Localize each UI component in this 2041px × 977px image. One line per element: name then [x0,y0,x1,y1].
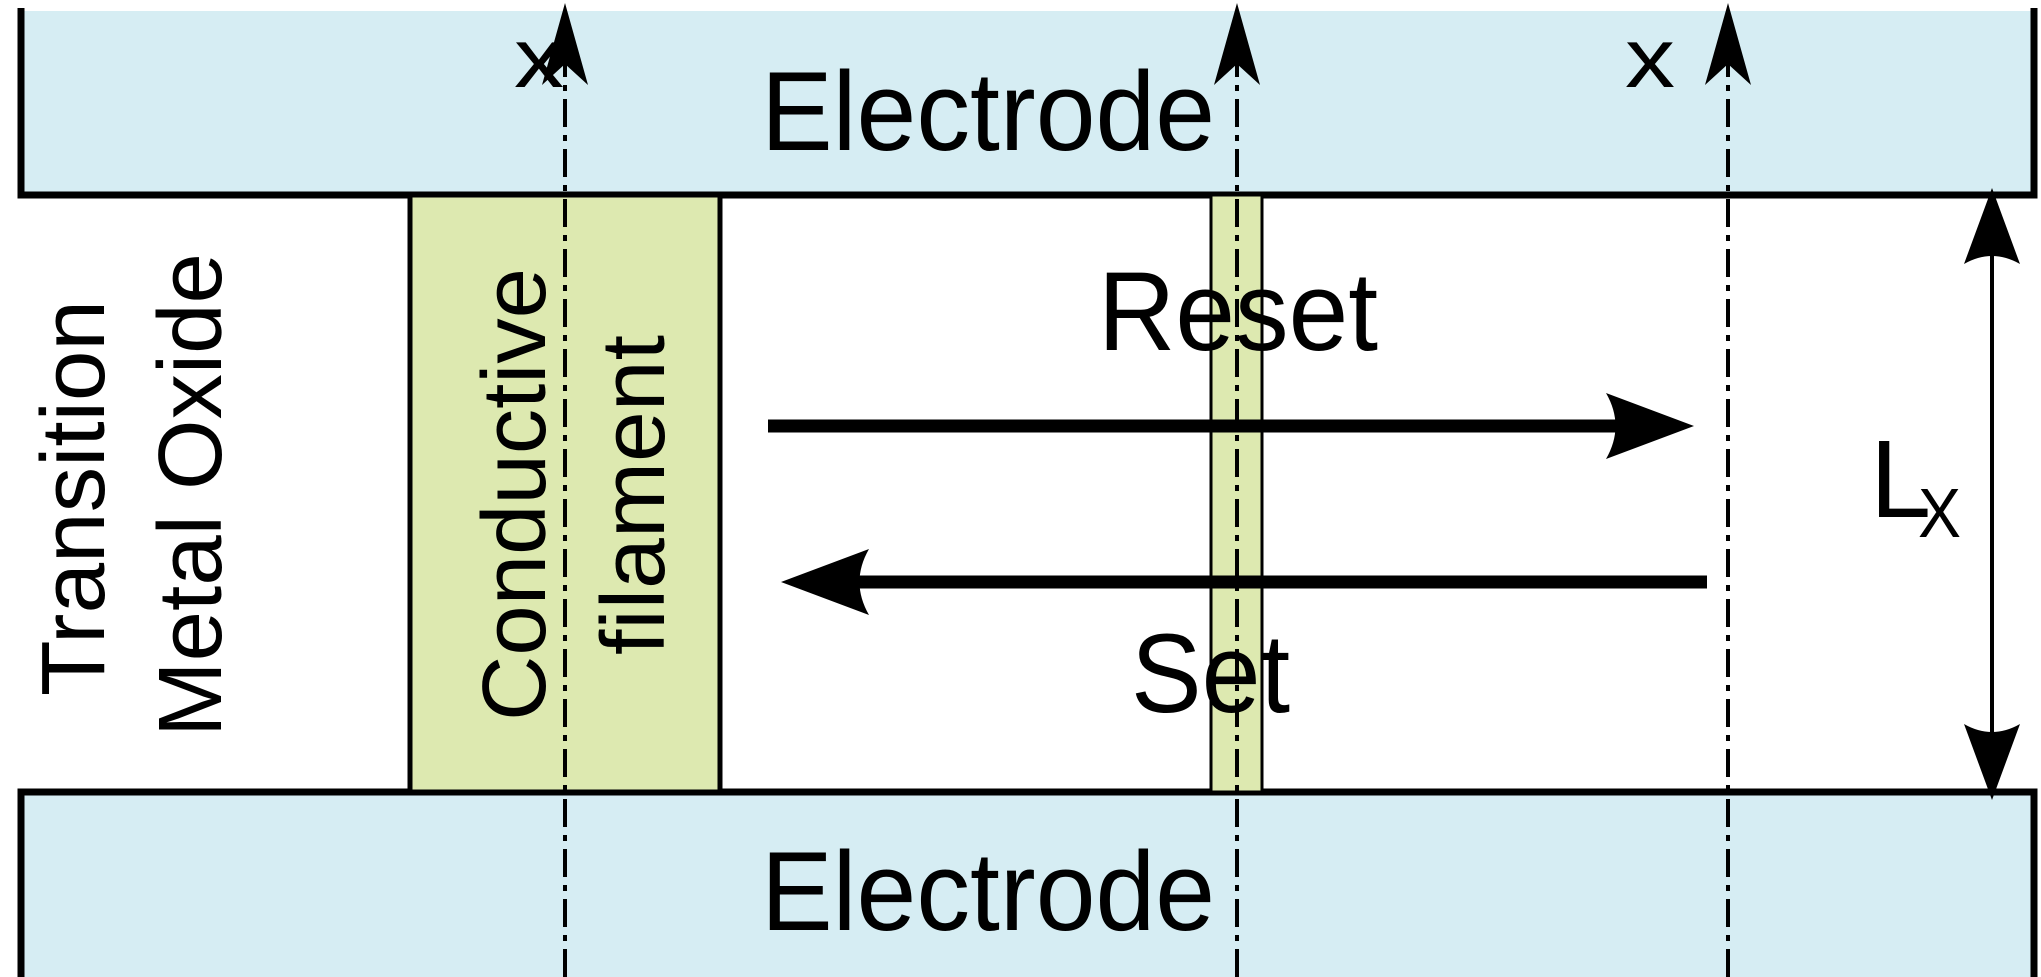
bottom-electrode-label: Electrode [761,829,1215,954]
length-label: L [1870,418,1931,541]
set-arrow-head-icon [781,549,869,615]
length-subscript: X [1918,474,1961,552]
oxide-label-line1: Transition [24,300,124,696]
dimension-arrow-down-icon [1964,724,2020,800]
arrow-up-icon [1705,3,1751,85]
axis-x-label-left: x [514,11,564,105]
bottom-electrode-border [17,788,2038,977]
reset-arrow-head-icon [1606,393,1694,459]
top-electrode-label: Electrode [761,49,1215,174]
reset-label: Reset [1098,249,1378,374]
bottom-electrode [21,792,2034,977]
dimension-arrow-up-icon [1964,188,2020,264]
oxide-label-line2: Metal Oxide [141,253,241,737]
conductive-filament [407,192,723,795]
arrow-up-icon [1214,3,1260,85]
axis-x-label-right: x [1625,11,1675,105]
set-label: Set [1131,611,1290,736]
filament-label-line2: filament [584,335,684,655]
arrow-up-icon [542,3,588,85]
filament-label-line1: Conductive [465,268,565,721]
thin-filament [1209,193,1264,794]
top-electrode-border [17,8,2038,199]
top-electrode-fill [21,11,2034,192]
